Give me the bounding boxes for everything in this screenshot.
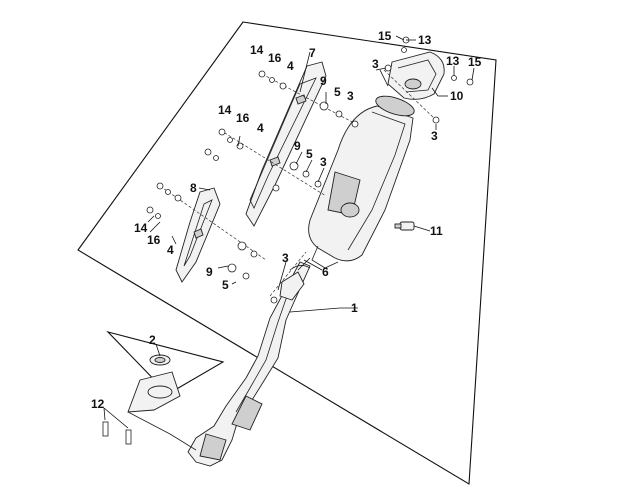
heat-shield-upper [245,61,327,227]
callout-5: 5 [306,147,313,161]
pipe-clamp [279,265,311,301]
callout-16: 16 [236,111,250,125]
callout-16: 16 [268,51,282,65]
callout-2: 2 [149,333,156,347]
callout-12: 12 [91,397,105,411]
callout-16: 16 [147,233,161,247]
callout-3: 3 [347,89,354,103]
oxygen-sensor [394,221,415,231]
callout-11: 11 [430,224,443,238]
callout-4: 4 [167,243,174,257]
fasteners [146,36,474,304]
callout-7: 7 [309,46,316,60]
callout-4: 4 [287,59,294,73]
exhaust-pipe [127,261,311,467]
callout-6: 6 [322,265,329,279]
callout-15: 15 [468,55,482,69]
callout-15: 15 [378,29,392,43]
callout-4: 4 [257,121,264,135]
callout-9: 9 [294,139,301,153]
callout-14: 14 [250,43,264,57]
heat-shield-lower [175,187,221,283]
callout-1: 1 [351,301,358,315]
callout-3: 3 [372,57,379,71]
callout-8: 8 [190,181,197,195]
callout-5: 5 [334,85,341,99]
callout-9: 9 [320,74,327,88]
gasket-inner [154,357,166,363]
callout-9: 9 [206,265,213,279]
callout-3: 3 [282,251,289,265]
callout-3: 3 [320,155,327,169]
callout-10: 10 [450,89,464,103]
leader-lines [103,35,475,429]
callout-3: 3 [431,129,438,143]
gasket-group-outline [106,330,225,395]
callout-5: 5 [222,278,229,292]
callout-13: 13 [418,33,432,47]
muffler-end-cap [387,51,445,100]
muffler-body [308,95,415,269]
muffler-assembly-outline [77,21,497,485]
callout-14: 14 [218,103,232,117]
studs [102,421,132,445]
callout-13: 13 [446,54,460,68]
callout-14: 14 [134,221,148,235]
callout-labels: 1 2 3 3 3 3 3 4 4 4 5 5 5 6 7 8 9 9 9 10… [91,29,482,411]
